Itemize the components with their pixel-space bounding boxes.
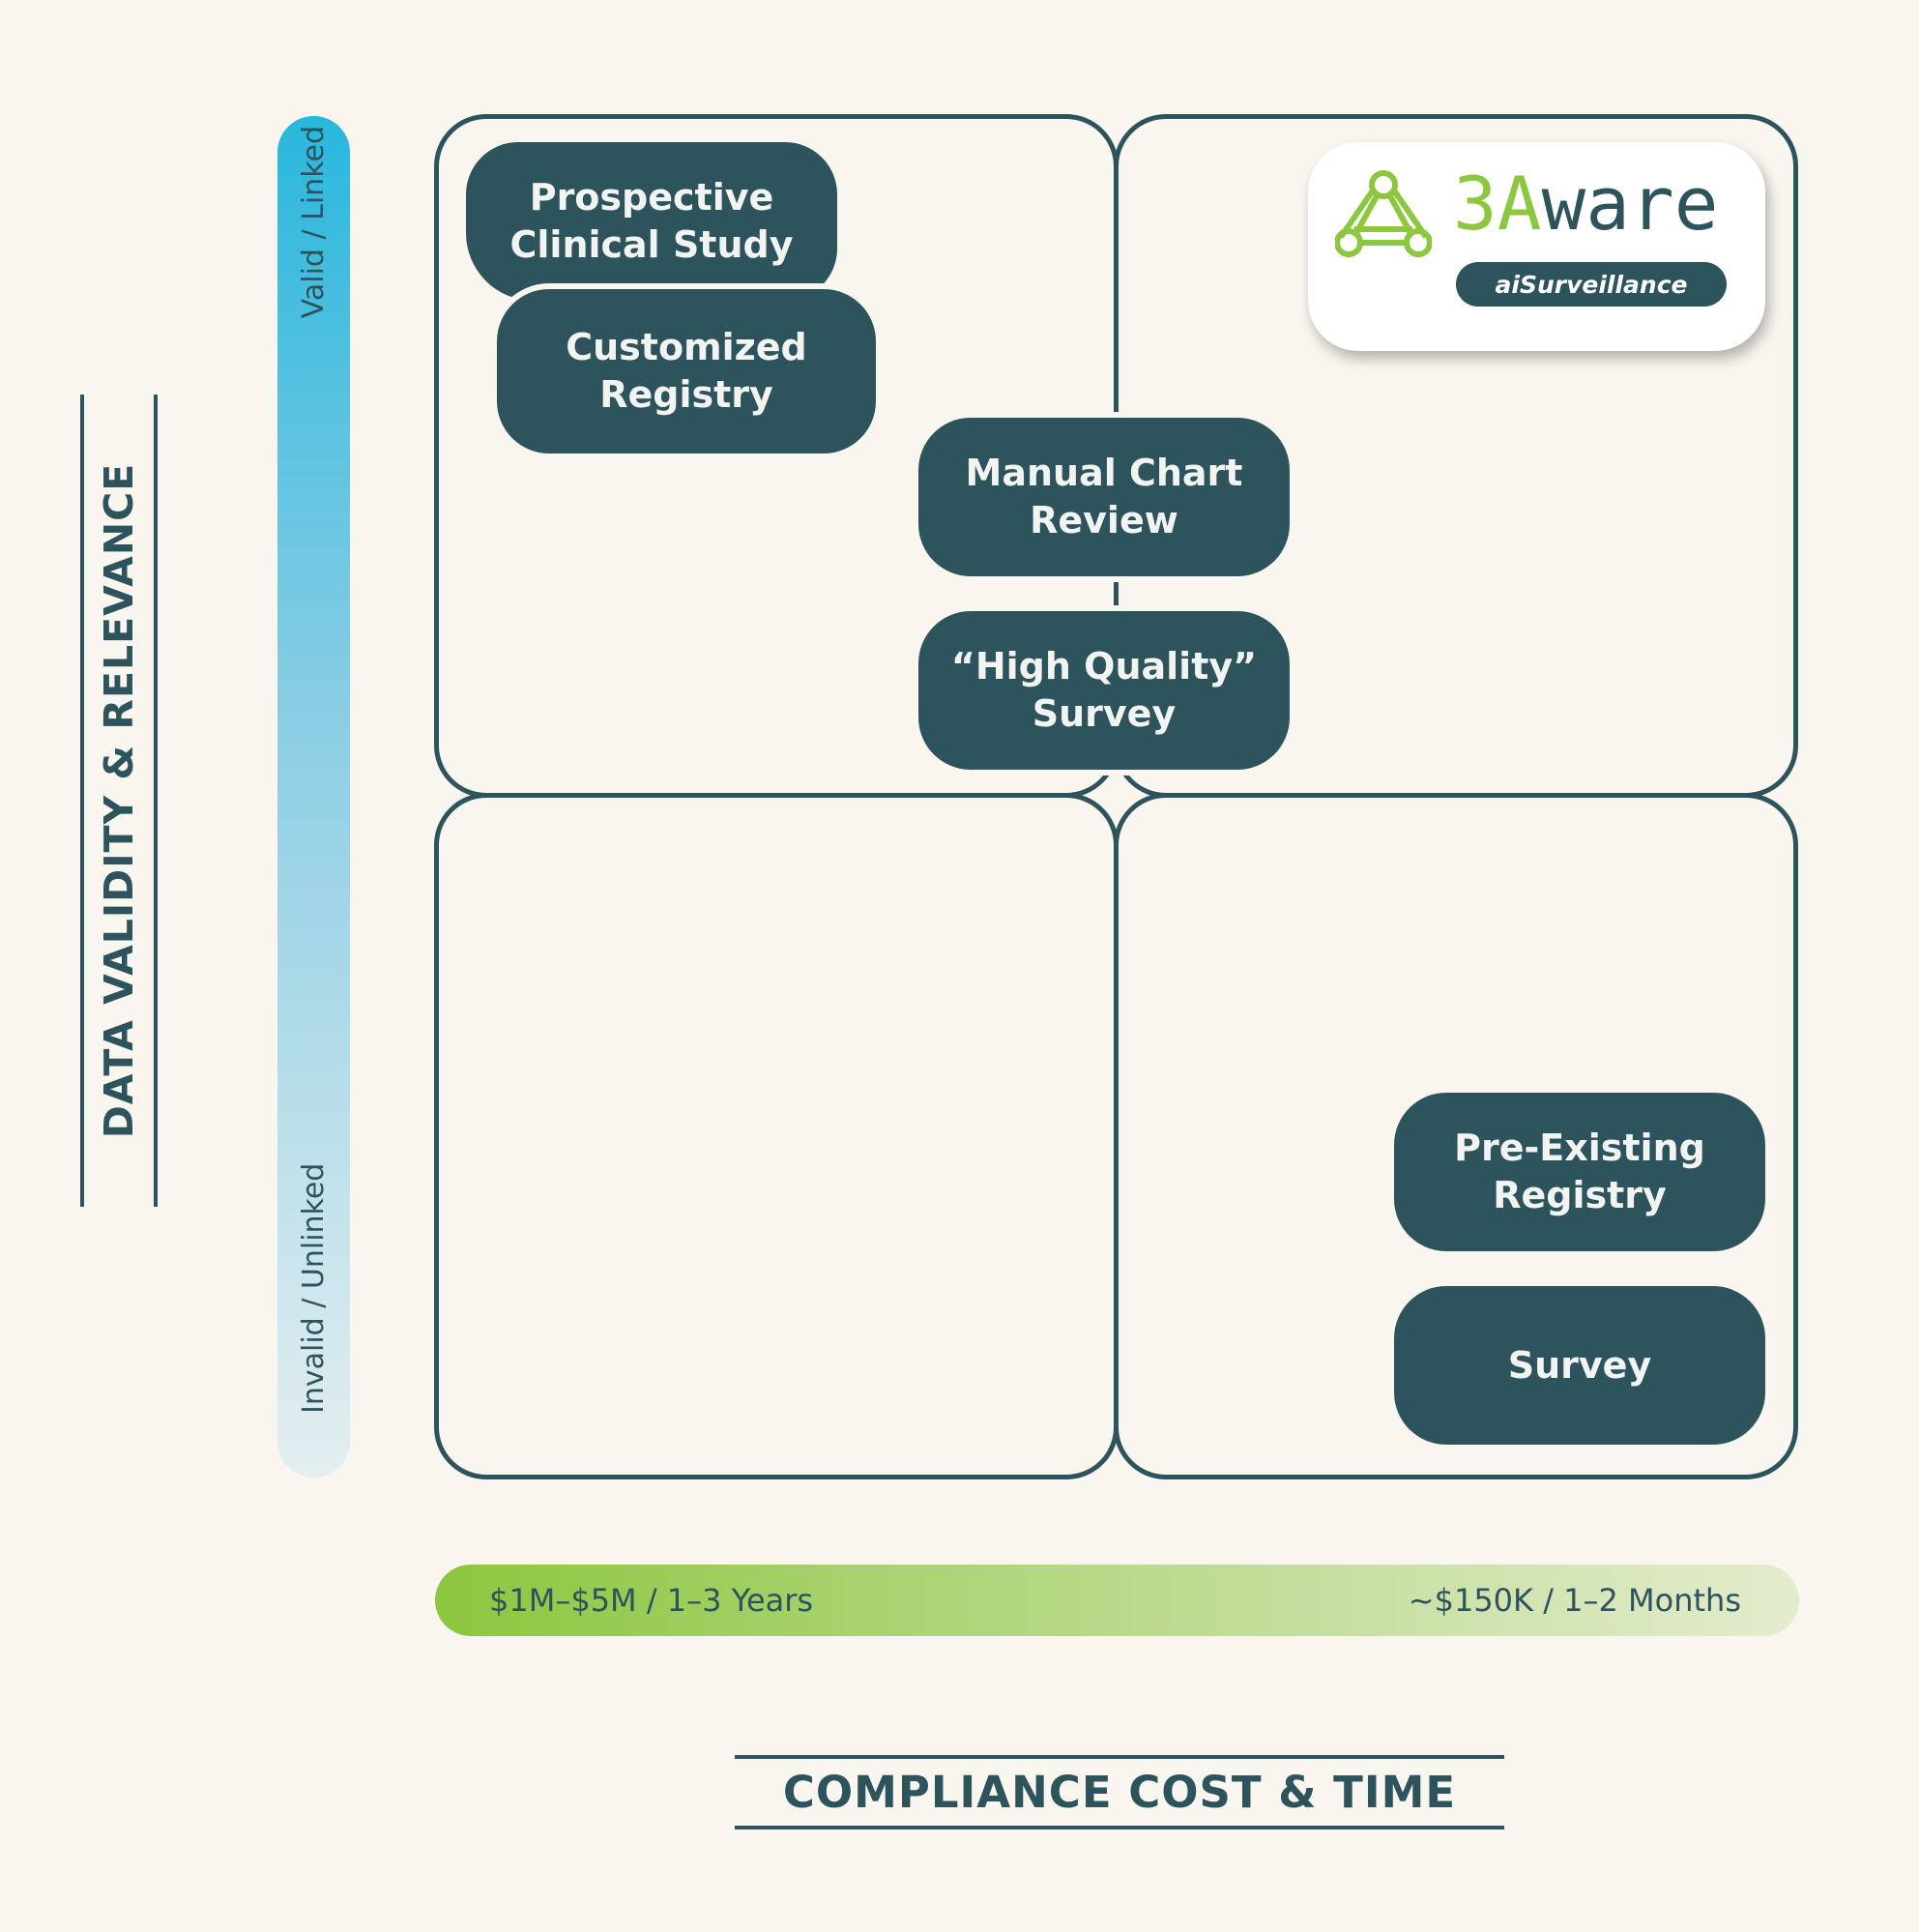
method-customized-registry: Customized Registry: [497, 289, 876, 454]
method-manual-chart-review: Manual Chart Review: [918, 418, 1290, 576]
logo-word-3a: 3A: [1453, 161, 1542, 247]
y-axis-high-label: Valid / Linked: [297, 126, 331, 319]
method-high-quality-survey: “High Quality” Survey: [918, 611, 1290, 770]
logo-word-ware: ware: [1541, 161, 1719, 247]
quadrant-bottom-left: [434, 793, 1119, 1479]
y-axis-title: DATA VALIDITY & RELEVANCE: [80, 395, 158, 1207]
y-axis-low-label: Invalid / Unlinked: [297, 1162, 331, 1414]
method-pre-existing-registry: Pre-Existing Registry: [1394, 1093, 1765, 1251]
y-axis-gradient-bar: [277, 116, 350, 1478]
method-survey: Survey: [1394, 1286, 1765, 1445]
x-axis-right-label: ~$150K / 1–2 Months: [1408, 1582, 1741, 1619]
logo-card: 3Aware aiSurveillance: [1308, 142, 1765, 351]
x-axis-title: COMPLIANCE COST & TIME: [735, 1755, 1504, 1830]
logo-tagline: aiSurveillance: [1456, 262, 1727, 307]
triangle-logo-icon: [1335, 170, 1432, 257]
method-prospective-clinical-study: Prospective Clinical Study: [466, 142, 837, 301]
logo-wordmark: 3Aware: [1453, 167, 1719, 241]
x-axis-gradient-bar: $1M–$5M / 1–3 Years ~$150K / 1–2 Months: [435, 1565, 1799, 1636]
x-axis-left-label: $1M–$5M / 1–3 Years: [489, 1582, 814, 1619]
